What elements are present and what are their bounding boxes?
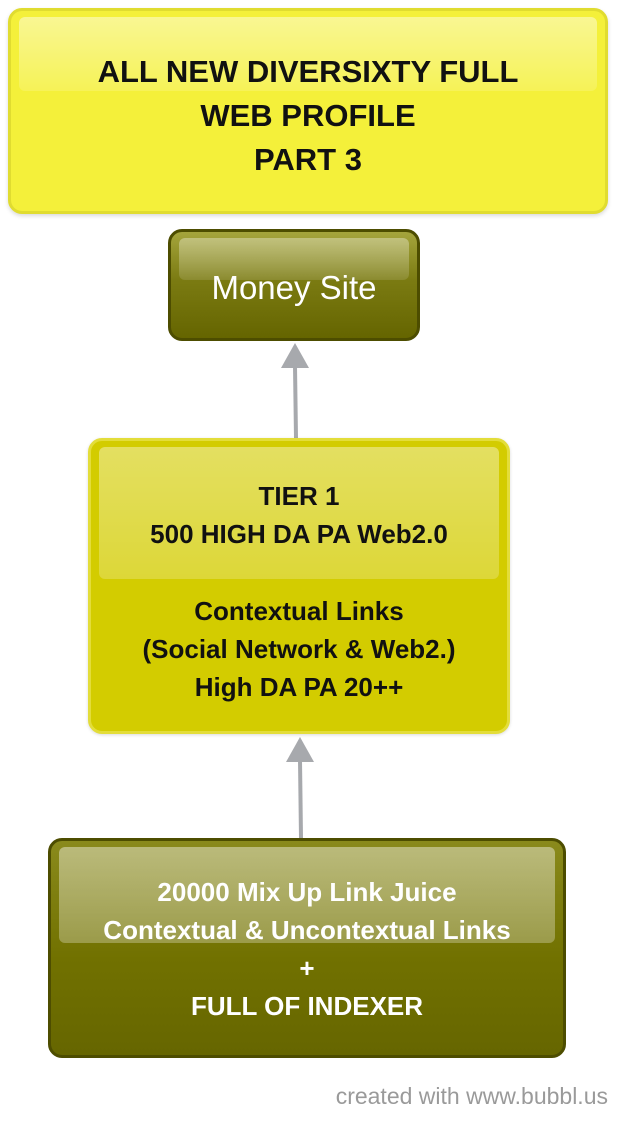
link-juice-node: 20000 Mix Up Link Juice Contextual & Unc… bbox=[48, 838, 566, 1058]
tier1-node: TIER 1 500 HIGH DA PA Web2.0 Contextual … bbox=[88, 438, 510, 734]
title-line: ALL NEW DIVERSIXTY FULL bbox=[97, 54, 519, 89]
arrow-link-juice-to-tier1 bbox=[286, 737, 314, 839]
link-juice-text: 20000 Mix Up Link Juice Contextual & Unc… bbox=[51, 841, 563, 1025]
tier1-text: TIER 1 500 HIGH DA PA Web2.0 Contextual … bbox=[91, 441, 507, 706]
tier1-body-line: Contextual Links bbox=[194, 596, 404, 626]
title-line: WEB PROFILE bbox=[200, 98, 416, 133]
money-site-label: Money Site bbox=[211, 269, 377, 306]
tier1-header-line: TIER 1 bbox=[258, 481, 340, 511]
tier1-body-line: High DA PA 20++ bbox=[194, 672, 404, 702]
title-node-text: ALL NEW DIVERSIXTY FULL WEB PROFILE PART… bbox=[11, 11, 605, 182]
title-node: ALL NEW DIVERSIXTY FULL WEB PROFILE PART… bbox=[8, 8, 608, 214]
credit-text: created with www.bubbl.us bbox=[335, 1083, 608, 1109]
tier1-header-line: 500 HIGH DA PA Web2.0 bbox=[150, 519, 448, 549]
link-juice-line: + bbox=[299, 953, 315, 983]
title-line: PART 3 bbox=[254, 142, 362, 177]
link-juice-line: Contextual & Uncontextual Links bbox=[103, 915, 511, 945]
link-juice-line: FULL OF INDEXER bbox=[190, 991, 424, 1021]
tier1-body-line: (Social Network & Web2.) bbox=[142, 634, 456, 664]
arrow-tier1-to-money-site bbox=[281, 343, 309, 439]
money-site-node: Money Site bbox=[168, 229, 420, 341]
link-juice-line: 20000 Mix Up Link Juice bbox=[157, 877, 457, 907]
